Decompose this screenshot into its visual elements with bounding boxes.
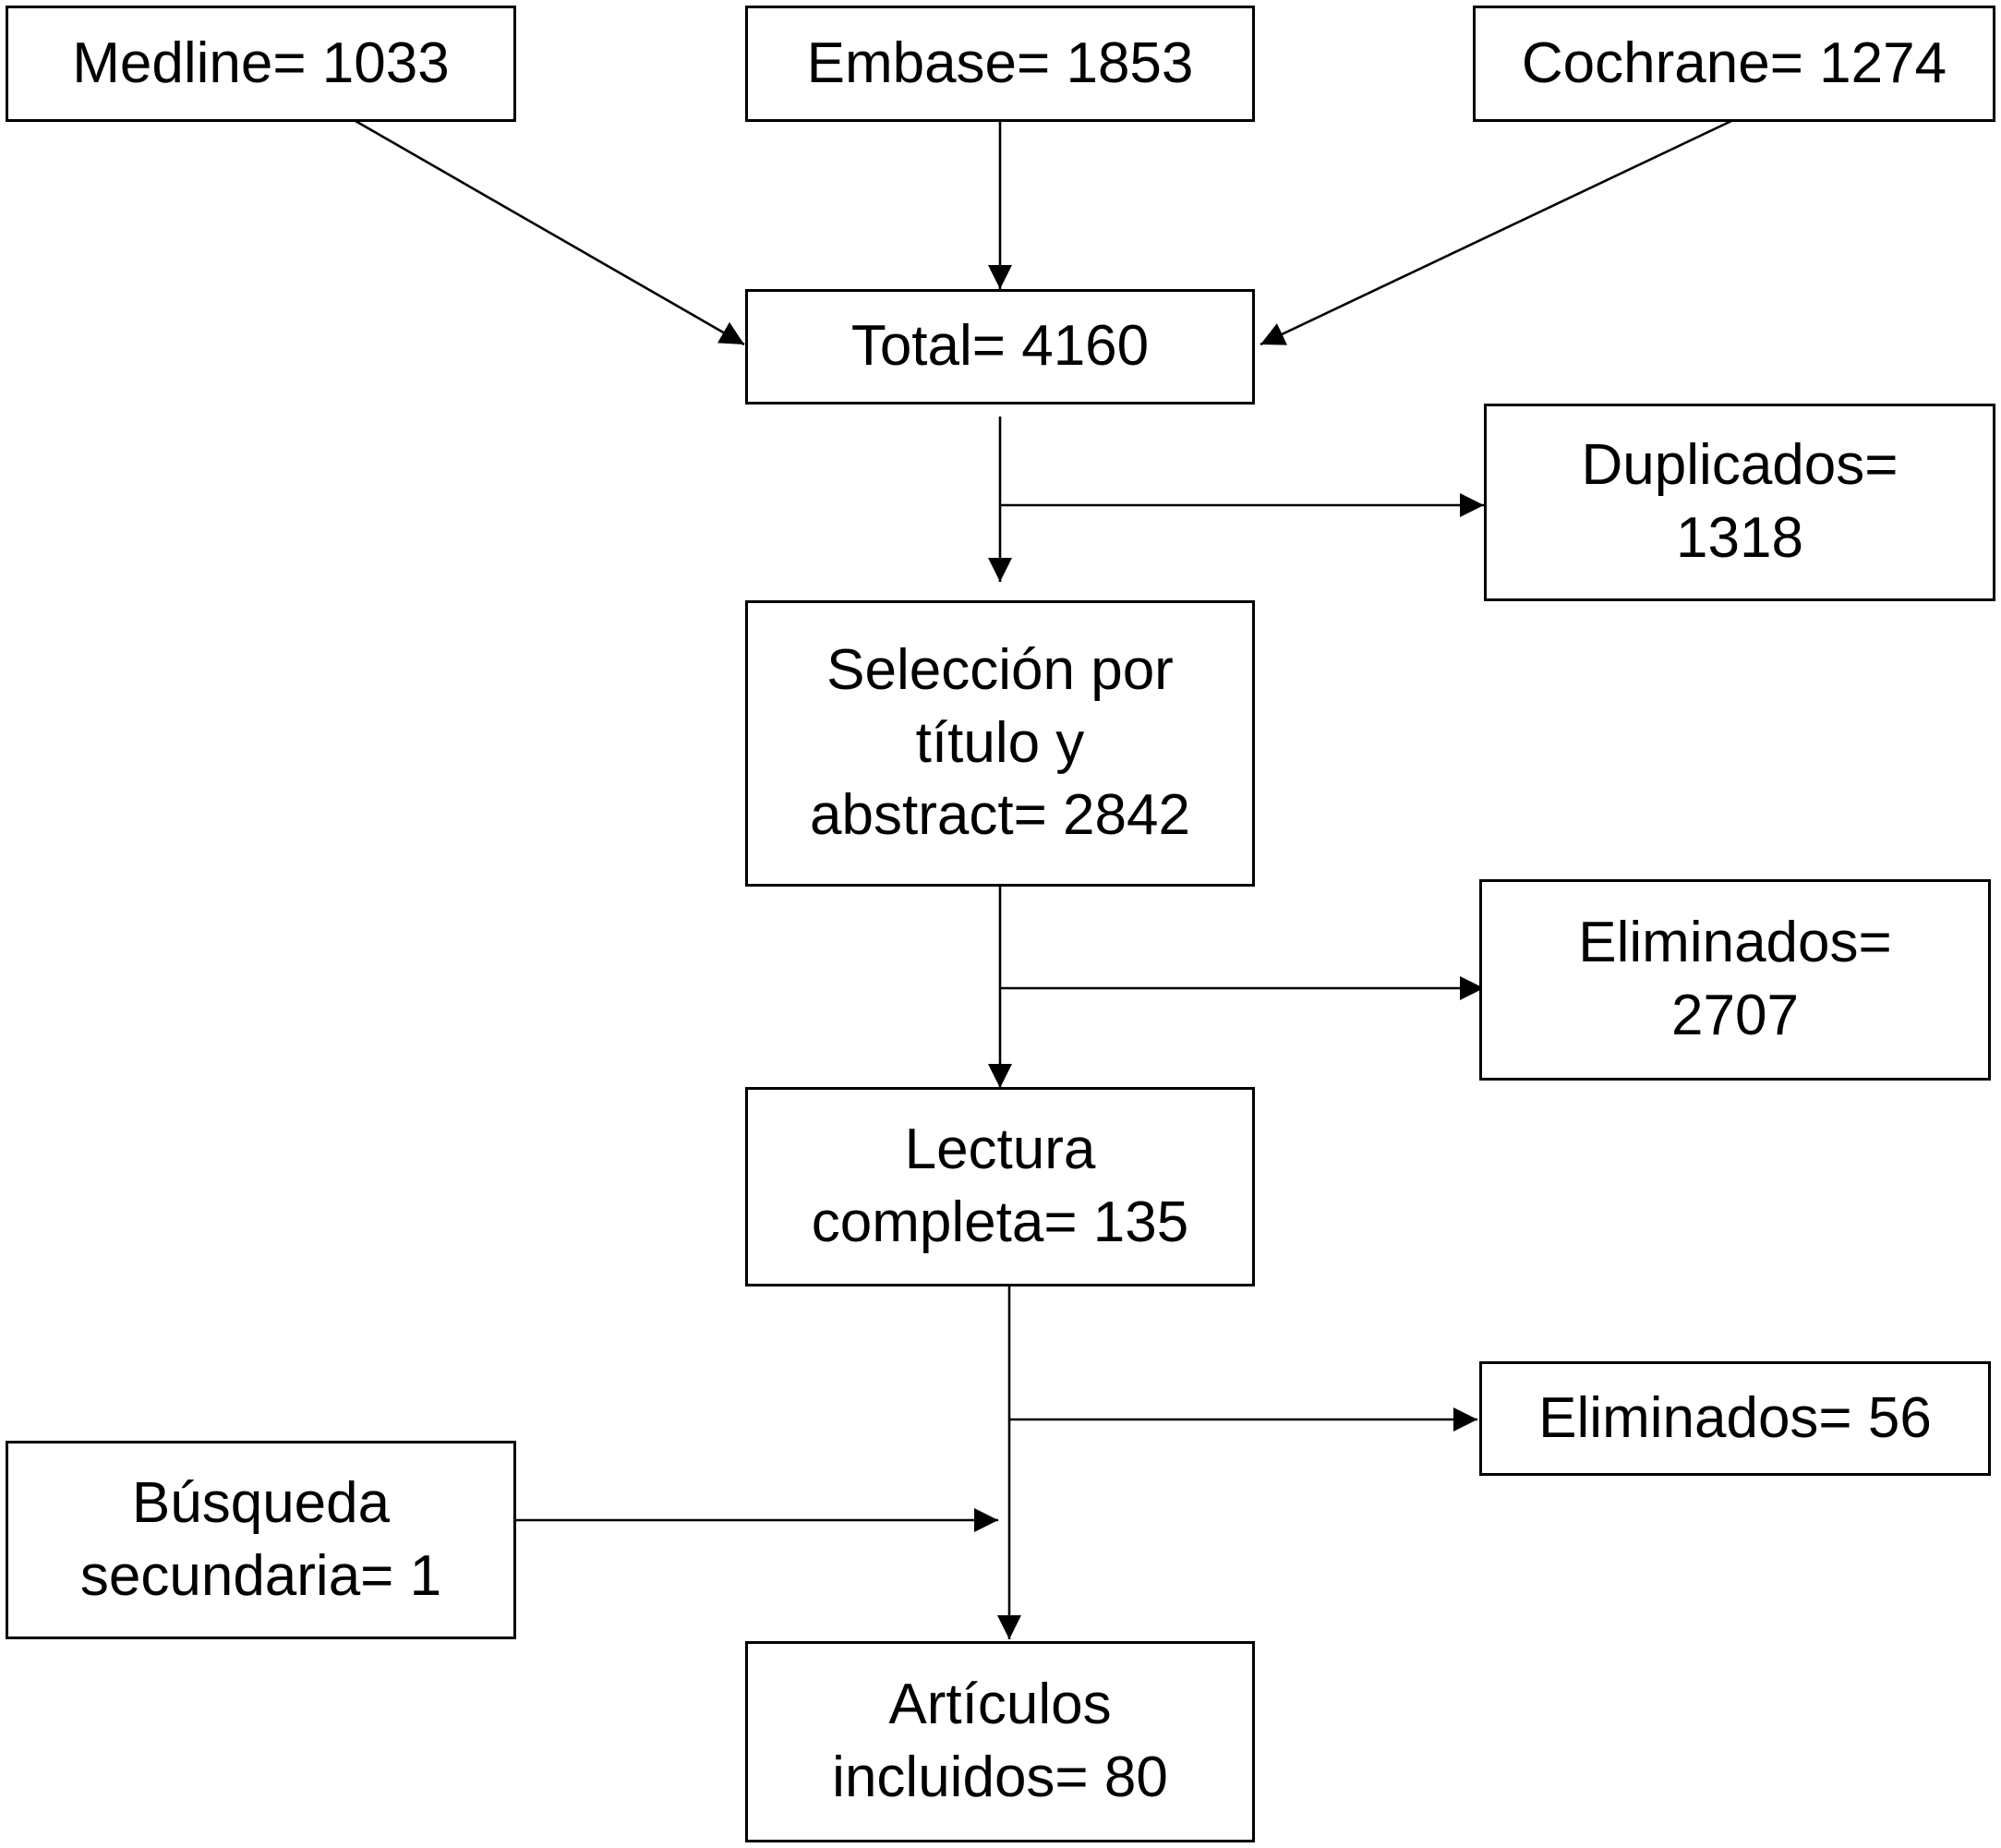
eliminados-1-line-1: Eliminados=	[1578, 911, 1892, 975]
duplicados-line-1: Duplicados=	[1581, 433, 1899, 498]
lectura-line-1: Lectura	[904, 1117, 1096, 1182]
lectura-box: Lectura completa= 135	[745, 1087, 1255, 1286]
medline-box: Medline= 1033	[6, 6, 516, 122]
articulos-box: Artículos incluidos= 80	[745, 1641, 1255, 1842]
busqueda-box: Búsqueda secundaria= 1	[6, 1441, 516, 1639]
lectura-line-2: completa= 135	[811, 1190, 1189, 1254]
seleccion-line-1: Selección por	[826, 637, 1174, 702]
articulos-line-1: Artículos	[888, 1673, 1112, 1737]
medline-label: Medline= 1033	[72, 30, 450, 95]
articulos-line-2: incluidos= 80	[832, 1745, 1168, 1809]
arrow-cochrane-total	[1260, 119, 1732, 346]
duplicados-box: Duplicados= 1318	[1484, 404, 1995, 601]
seleccion-line-2: título y	[915, 710, 1085, 775]
eliminados-2-box: Eliminados= 56	[1479, 1361, 1991, 1476]
embase-label: Embase= 1853	[806, 30, 1194, 95]
cochrane-label: Cochrane= 1274	[1521, 30, 1947, 95]
eliminados-2-label: Eliminados= 56	[1538, 1385, 1932, 1450]
duplicados-line-2: 1318	[1676, 506, 1803, 570]
busqueda-line-2: secundaria= 1	[79, 1543, 442, 1608]
cochrane-box: Cochrane= 1274	[1473, 6, 1995, 122]
eliminados-1-box: Eliminados= 2707	[1479, 879, 1991, 1081]
seleccion-line-3: abstract= 2842	[810, 783, 1190, 848]
arrow-medline-total	[355, 119, 745, 346]
total-label: Total= 4160	[850, 314, 1150, 379]
embase-box: Embase= 1853	[745, 6, 1255, 122]
total-box: Total= 4160	[745, 289, 1255, 405]
busqueda-line-1: Búsqueda	[131, 1470, 391, 1535]
seleccion-box: Selección por título y abstract= 2842	[745, 600, 1255, 887]
eliminados-1-line-2: 2707	[1671, 984, 1799, 1047]
